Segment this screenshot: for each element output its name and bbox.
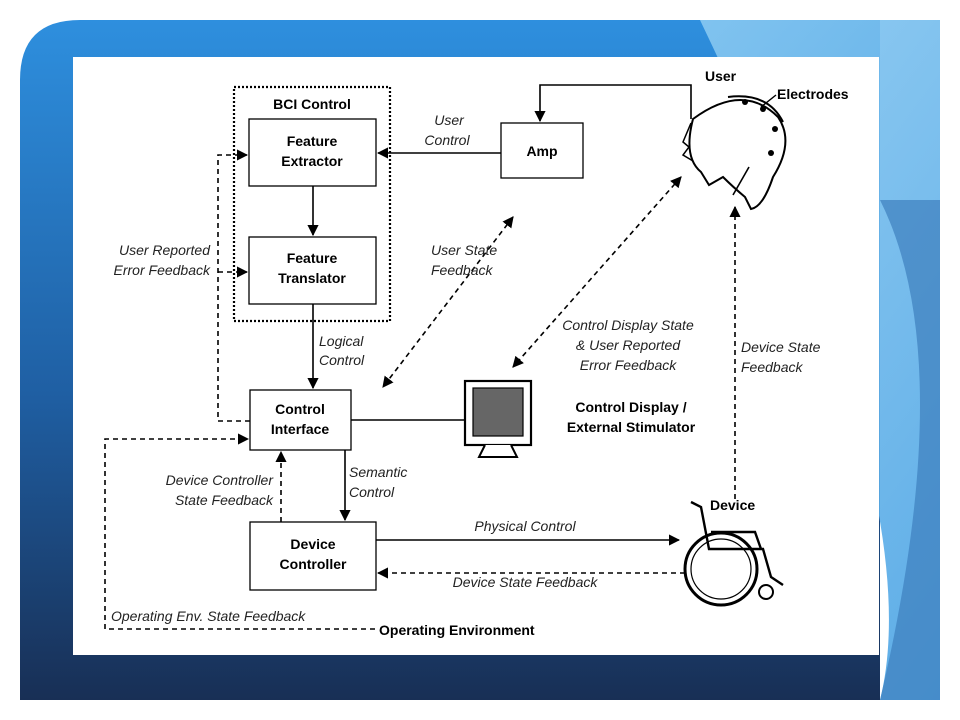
- amp-label: Amp: [526, 143, 557, 159]
- device-state-bottom-label: Device State Feedback: [453, 574, 599, 590]
- user-reported-label-2: Error Feedback: [114, 262, 211, 278]
- feature-translator-label-1: Feature: [287, 250, 338, 266]
- device-state-right-label-1: Device State: [741, 339, 821, 355]
- electrodes-pointer: [760, 94, 777, 108]
- feature-extractor-label-1: Feature: [287, 133, 338, 149]
- semantic-control-label-2: Control: [349, 484, 395, 500]
- user-to-amp-arrow: [534, 84, 692, 123]
- control-display-label-2: External Stimulator: [567, 419, 696, 435]
- display-state-label-2: & User Reported: [576, 337, 681, 353]
- user-state-label-2: Feedback: [431, 262, 493, 278]
- interface-to-extractor-feedback: [217, 149, 250, 422]
- control-interface-label-2: Interface: [271, 421, 330, 437]
- electrodes-label: Electrodes: [777, 86, 849, 102]
- device-controller-label-2: Controller: [280, 556, 347, 572]
- feature-extractor-box: [248, 118, 377, 187]
- semantic-control-label-1: Semantic: [349, 464, 407, 480]
- bci-control-container: [232, 85, 392, 323]
- device-controller-label-1: Device: [290, 536, 335, 552]
- control-interface-label-1: Control: [275, 401, 325, 417]
- display-state-label-1: Control Display State: [562, 317, 694, 333]
- wheelchair-icon: [683, 500, 784, 607]
- user-reported-label-1: User Reported: [119, 242, 211, 258]
- control-display-label-1: Control Display /: [575, 399, 686, 415]
- control-interface-box: [249, 389, 352, 451]
- device-label: Device: [710, 497, 755, 513]
- device-controller-state-label-1: Device Controller: [166, 472, 275, 488]
- user-state-label-1: User State: [431, 242, 497, 258]
- physical-control-label: Physical Control: [474, 518, 576, 534]
- operating-environment-label: Operating Environment: [379, 622, 535, 638]
- operating-env-feedback-label: Operating Env. State Feedback: [111, 608, 306, 624]
- feature-translator-box: [248, 236, 377, 305]
- user-control-label-2: Control: [424, 132, 470, 148]
- user-control-label-1: User: [434, 112, 465, 128]
- device-controller-box: [249, 521, 377, 591]
- amp-box: [500, 122, 584, 179]
- device-state-right-label-2: Feedback: [741, 359, 803, 375]
- monitor-icon: [463, 379, 533, 458]
- feature-extractor-label-2: Extractor: [281, 153, 343, 169]
- logical-control-label-1: Logical: [319, 333, 364, 349]
- device-controller-state-label-2: State Feedback: [175, 492, 274, 508]
- user-label: User: [705, 68, 737, 84]
- bci-system-diagram: BCI Control Feature Extractor Feature Tr…: [104, 68, 849, 638]
- display-state-feedback-arrow: [512, 176, 682, 368]
- feature-translator-label-2: Translator: [278, 270, 346, 286]
- display-state-label-3: Error Feedback: [580, 357, 677, 373]
- logical-control-label-2: Control: [319, 352, 365, 368]
- user-head-icon: [681, 95, 787, 211]
- operating-env-feedback-arrow: [104, 433, 375, 630]
- bci-control-title: BCI Control: [273, 96, 351, 112]
